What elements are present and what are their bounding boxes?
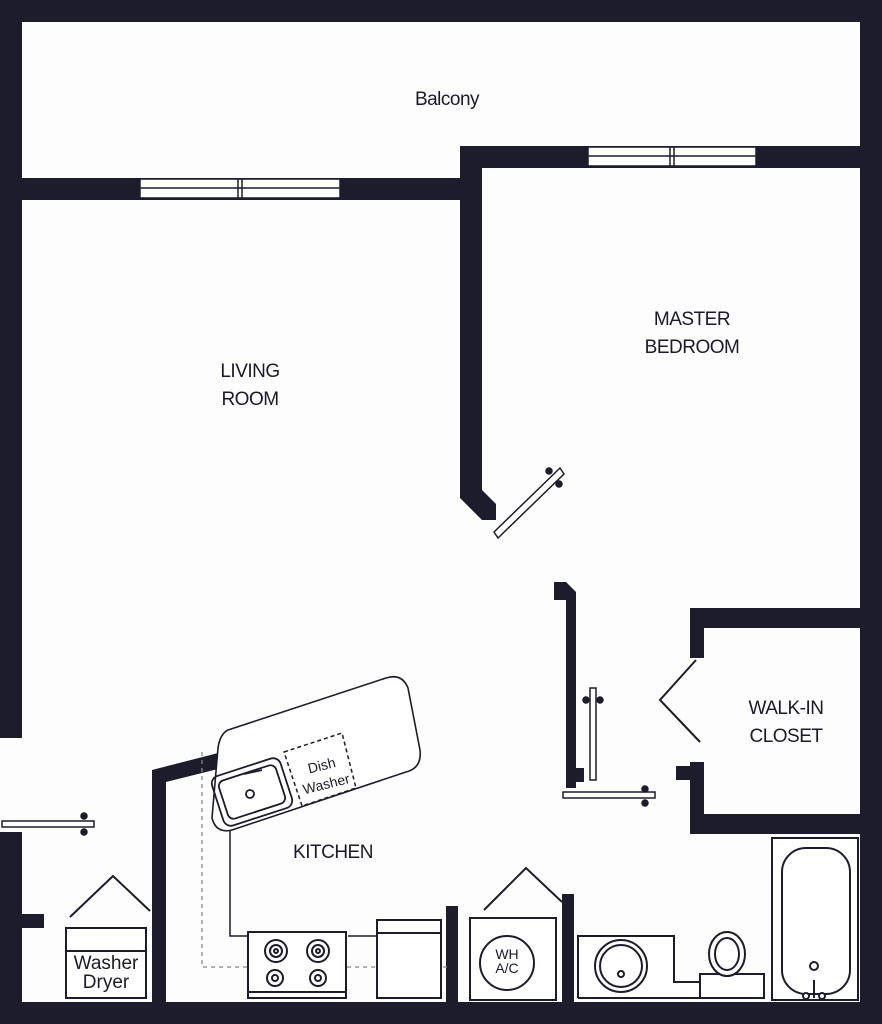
living-room-window xyxy=(139,178,341,199)
bathroom-door-2[interactable] xyxy=(562,785,656,807)
master-bedroom-label: MASTER BEDROOM xyxy=(628,306,756,361)
toilet-icon xyxy=(699,931,765,999)
kitchen-island xyxy=(211,675,422,832)
water-heater-ac-label-line1: WH xyxy=(495,946,519,962)
bedroom-window xyxy=(587,146,757,167)
water-heater-ac-icon xyxy=(469,866,563,1001)
walk-in-closet-label: WALK-IN CLOSET xyxy=(728,695,844,750)
stove-icon xyxy=(247,931,347,999)
washer-dryer-icon xyxy=(65,874,151,999)
counter-line xyxy=(229,830,376,937)
balcony-label: Balcony xyxy=(414,89,480,110)
bathroom-door[interactable] xyxy=(582,687,604,781)
water-heater-ac-label-line2: A/C xyxy=(495,960,519,976)
refrigerator-icon xyxy=(376,919,442,999)
washer-dryer-label: Washer Dryer xyxy=(62,954,150,992)
entry-door[interactable] xyxy=(1,812,95,836)
washer-dryer-label-line2: Dryer xyxy=(82,972,130,993)
walk-in-closet-label-line1: WALK-IN xyxy=(748,698,824,719)
bedroom-door[interactable] xyxy=(493,466,565,540)
bathtub-icon xyxy=(771,837,859,1001)
living-room-label-line2: ROOM xyxy=(221,388,279,410)
washer-dryer-label-line1: Washer xyxy=(73,953,139,974)
walk-in-closet-label-line2: CLOSET xyxy=(749,725,823,747)
living-room-label: LIVING ROOM xyxy=(200,358,300,413)
water-heater-ac-label: WH A/C xyxy=(487,947,527,975)
sink-icon xyxy=(210,757,294,827)
master-bedroom-label-line2: BEDROOM xyxy=(644,336,740,358)
closet-bifold-door[interactable] xyxy=(658,659,701,743)
master-bedroom-label-line1: MASTER xyxy=(653,309,731,330)
living-room-label-line1: LIVING xyxy=(220,361,280,382)
kitchen-label: KITCHEN xyxy=(293,842,373,863)
